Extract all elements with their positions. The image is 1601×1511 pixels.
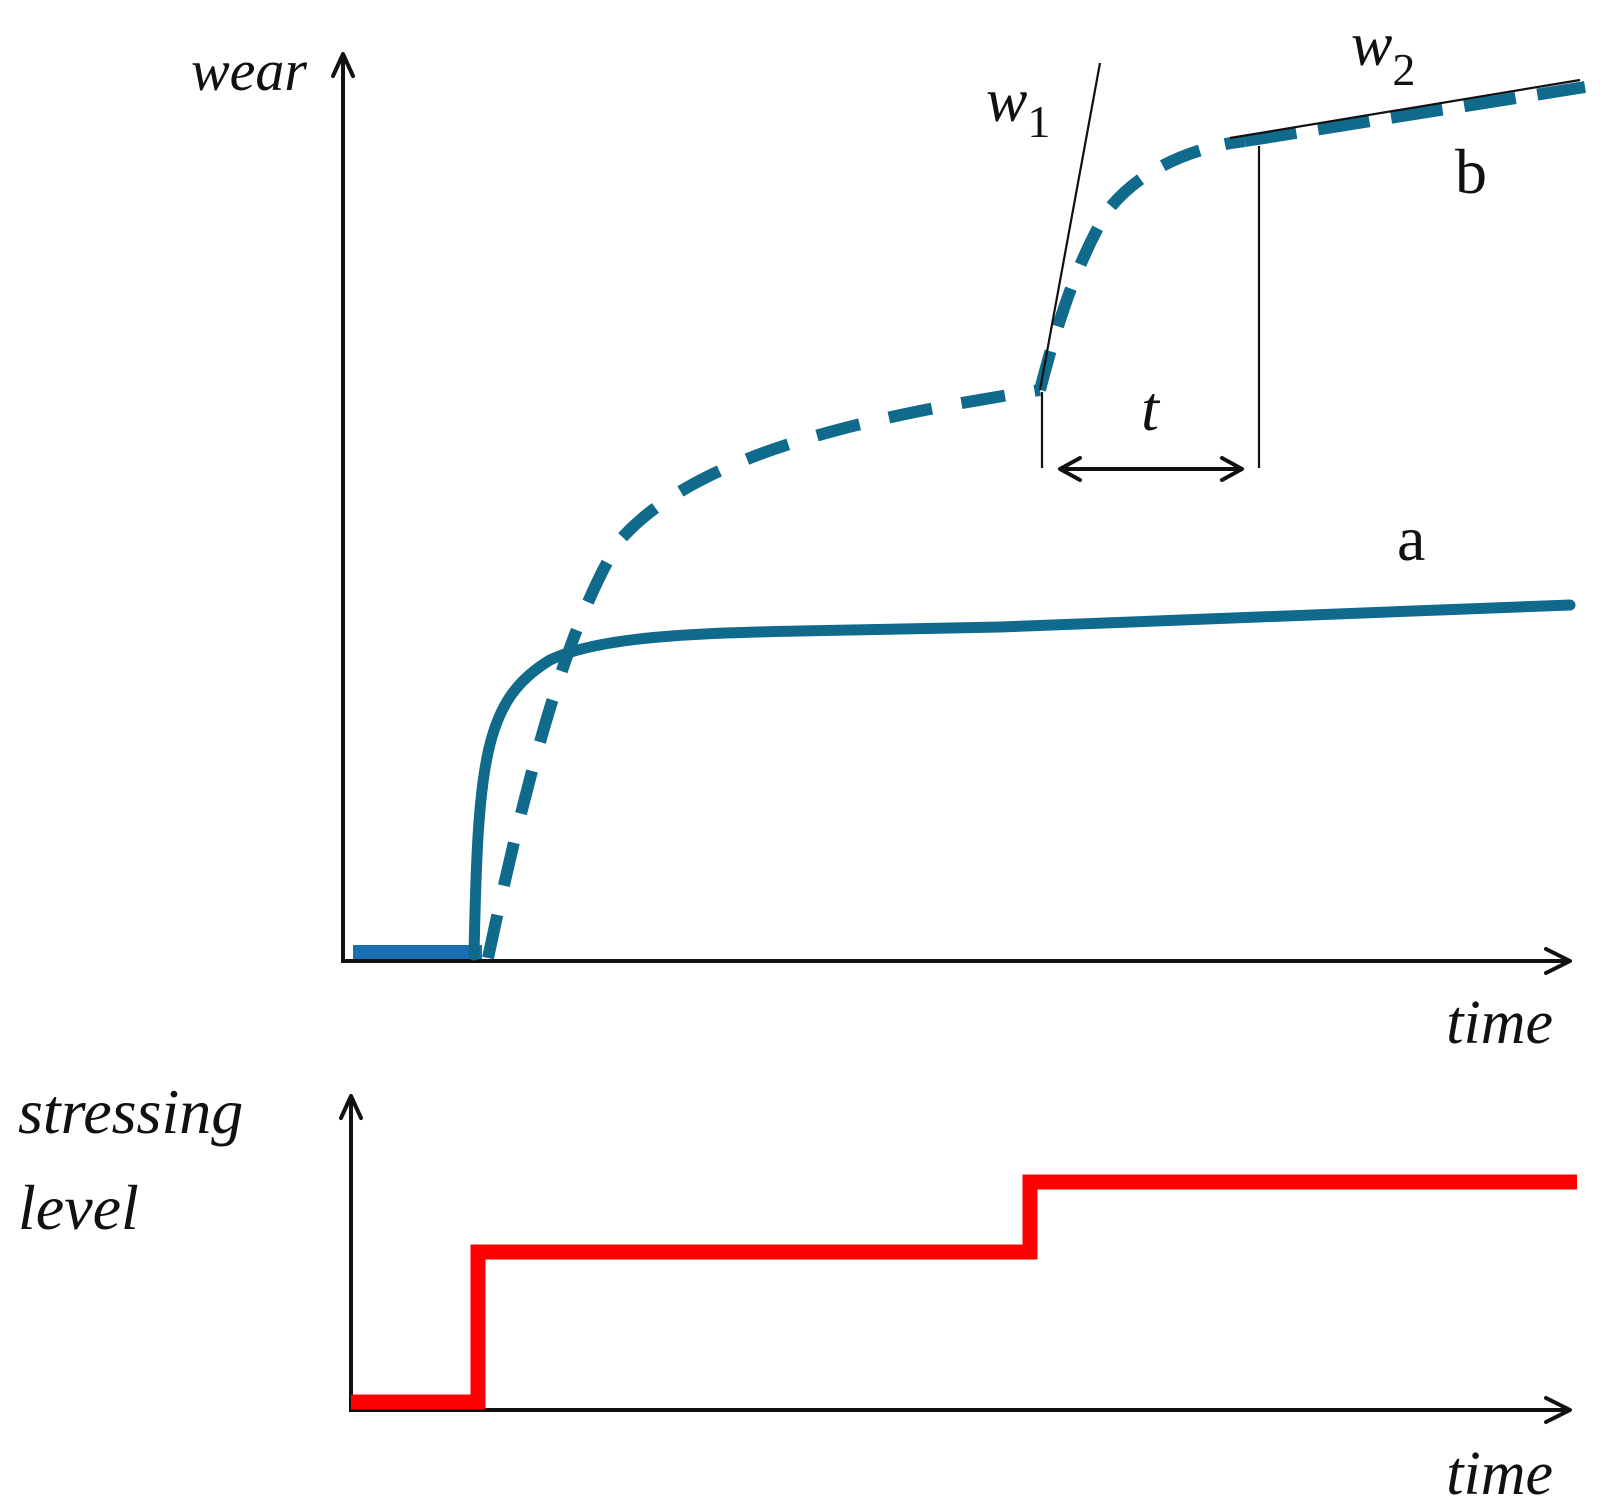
time-axis-label-bottom: time <box>1446 1440 1553 1508</box>
tangent-w2-base: w <box>1351 11 1392 79</box>
interval-arrow-left-head <box>1058 456 1082 482</box>
curve-b-initial <box>482 384 1041 960</box>
curve-a-label: a <box>1397 503 1425 574</box>
wear-x-axis-arrowhead <box>1544 947 1572 975</box>
interval-arrow-right-head <box>1220 456 1244 482</box>
tangent-w2-subscript: 2 <box>1392 44 1415 95</box>
curve-b-third-stage <box>1244 81 1586 147</box>
stressing-level-label-line2: level <box>18 1172 139 1243</box>
curve-b-second-stage <box>1034 135 1246 392</box>
stressing-level-label-line1: stressing <box>18 1076 243 1147</box>
tangent-w2 <box>1229 78 1581 140</box>
time-axis-label-top: time <box>1446 989 1553 1057</box>
stress-x-axis-arrowhead <box>1544 1396 1572 1424</box>
stress-plot: stressing level time <box>18 1076 1577 1508</box>
curve-a <box>468 599 1576 961</box>
tangent-w1-label: w1 <box>986 67 1050 147</box>
wear-plot: wear time a b w1 w2 t <box>191 11 1586 1057</box>
interval-t-label: t <box>1141 373 1161 444</box>
tangent-w2-label: w2 <box>1351 11 1415 95</box>
tangent-w1-subscript: 1 <box>1027 96 1050 147</box>
curve-b-label: b <box>1455 136 1487 207</box>
tangent-w1-base: w <box>986 67 1027 135</box>
stress-y-axis-arrowhead <box>339 1094 363 1120</box>
tangent-w1 <box>1038 62 1102 391</box>
stressing-level-step <box>351 1174 1577 1410</box>
wear-axis-label: wear <box>191 38 307 103</box>
wear-y-axis-arrowhead <box>331 52 355 78</box>
